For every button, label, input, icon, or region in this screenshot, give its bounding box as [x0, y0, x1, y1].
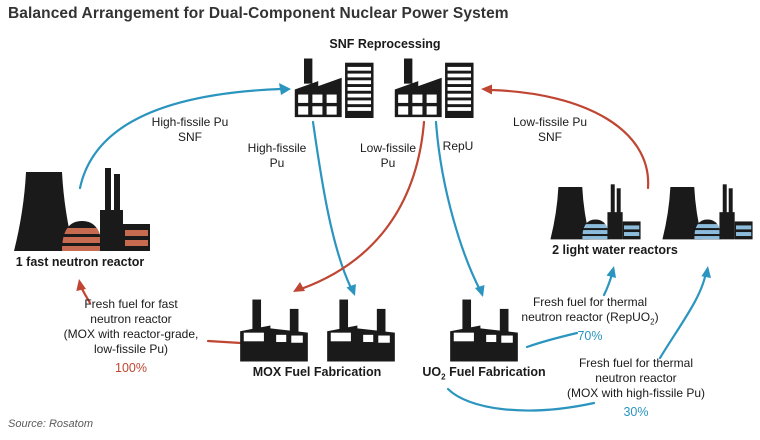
arrow-high-fissile-pu-head: [346, 284, 356, 296]
note-fresh-fuel-fast: Fresh fuel for fast neutron reactor (MOX…: [39, 297, 224, 376]
flow-label-low-fissile-pu: Low-fissile Pu: [359, 141, 417, 170]
arrow-fresh-fuel-fast-head: [76, 279, 86, 291]
note-fresh-fuel-thermal-mox: Fresh fuel for thermal neutron reactor (…: [541, 356, 731, 420]
connector-fresh-fuel-fast-mox: [206, 339, 243, 345]
page-title: Balanced Arrangement for Dual-Component …: [8, 5, 509, 22]
mox-fabrication-plant-1-icon: [238, 298, 310, 363]
fast-neutron-reactor-icon: [12, 166, 152, 252]
flow-label-low-fissile-pu-snf: Low-fissile Pu SNF: [512, 115, 588, 144]
arrow-repu-head: [475, 285, 485, 297]
arrow-30pct-lwr-path: [658, 270, 708, 360]
uo2-fabrication-label: UO2 Fuel Fabrication: [422, 365, 546, 382]
pct-30: 30%: [623, 405, 649, 419]
snf-reprocessing-plant-1-icon: [293, 56, 377, 118]
fast-reactor-label: 1 fast neutron reactor: [15, 255, 145, 269]
connector-uo2-30pct: [446, 387, 596, 412]
mox-fabrication-label: MOX Fuel Fabrication: [252, 365, 382, 379]
light-water-reactors-label: 2 light water reactors: [552, 243, 678, 257]
arrow-low-fissile-pu-snf-path: [489, 88, 650, 190]
arrow-low-fissile-pu-path: [299, 120, 426, 291]
arrow-high-fissile-pu-snf-head: [279, 83, 291, 95]
connector-uo2-70pct: [525, 331, 579, 349]
flow-label-high-fissile-pu-snf: High-fissile Pu SNF: [151, 115, 229, 144]
light-water-reactor-1-icon: [548, 183, 643, 240]
mox-fabrication-plant-2-icon: [325, 298, 397, 363]
arrow-low-fissile-pu-head: [293, 282, 305, 292]
uo2-fabrication-plant-icon: [448, 298, 520, 363]
light-water-reactor-2-icon: [660, 183, 755, 240]
arrow-high-fissile-pu-path: [311, 120, 353, 290]
arrow-repu-path: [434, 120, 482, 292]
source-credit: Source: Rosatom: [8, 418, 93, 430]
pct-70: 70%: [577, 329, 603, 343]
flow-label-high-fissile-pu: High-fissile Pu: [247, 141, 307, 170]
pct-100: 100%: [115, 361, 147, 375]
snf-reprocessing-label: SNF Reprocessing: [329, 37, 441, 51]
flow-label-repu: RepU: [442, 139, 474, 153]
arrow-30pct-lwr-head: [701, 266, 711, 278]
note-fresh-fuel-thermal-repuo2: Fresh fuel for thermal neutron reactor (…: [500, 295, 680, 344]
arrow-70pct-lwr-head: [606, 266, 616, 278]
snf-reprocessing-plant-2-icon: [393, 56, 477, 118]
arrow-low-fissile-pu-snf-head: [481, 84, 492, 95]
arrow-high-fissile-pu-snf-path: [78, 87, 283, 190]
